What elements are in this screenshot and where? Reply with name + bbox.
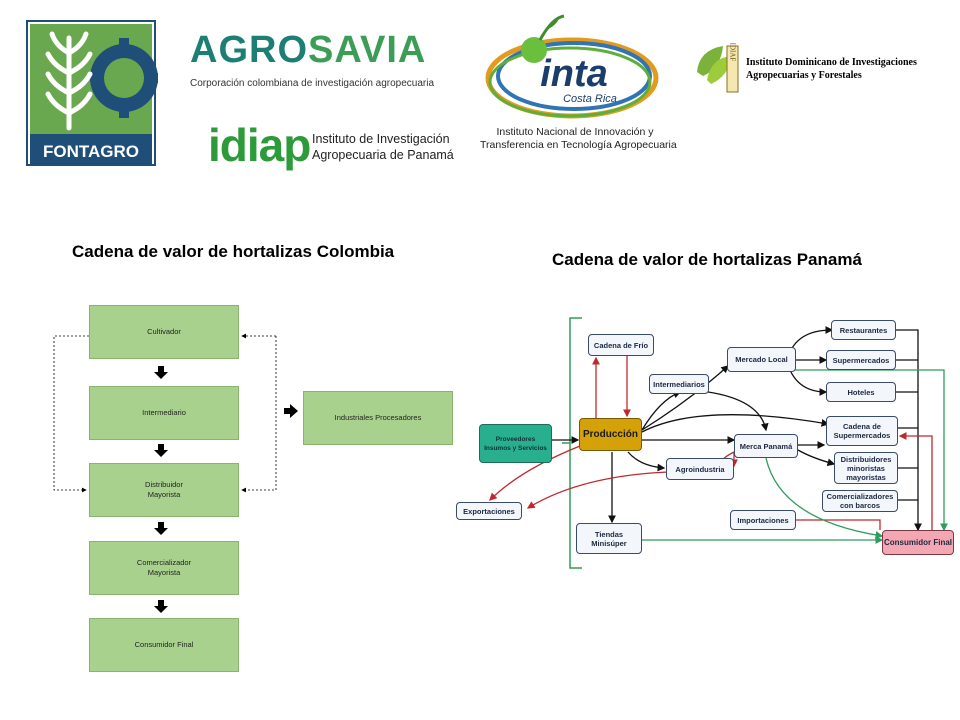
idiaf-logo: IDIAF bbox=[693, 42, 741, 94]
panama-title: Cadena de valor de hortalizas Panamá bbox=[552, 250, 862, 269]
node-consumidor-final: Consumidor Final bbox=[882, 530, 954, 555]
node-exportaciones: Exportaciones bbox=[456, 502, 522, 520]
colombia-title: Cadena de valor de hortalizas Colombia bbox=[72, 242, 395, 261]
inta-line2: Transferencia en Tecnología Agropecuaria bbox=[480, 139, 677, 151]
node-intermediarios: Intermediarios bbox=[649, 374, 709, 394]
node-merca-panama: Merca Panamá bbox=[734, 434, 798, 458]
node-tiendas: Tiendas Minisúper bbox=[576, 523, 642, 554]
node-distribuidores: Distribuidores minoristas mayoristas bbox=[834, 452, 898, 484]
colombia-box-consumidor: Consumidor Final bbox=[89, 618, 239, 672]
down-arrow-3 bbox=[154, 522, 168, 535]
left-dashed-loop bbox=[53, 335, 89, 493]
node-proveedores: Proveedores Insumos y Servicios bbox=[479, 424, 552, 463]
inta-wordmark: inta bbox=[540, 53, 608, 95]
node-importaciones: Importaciones bbox=[730, 510, 796, 530]
node-agroindustria: Agroindustria bbox=[666, 458, 734, 480]
idiaf-line2: Agropecuarias y Forestales bbox=[746, 70, 862, 81]
node-produccion: Producción bbox=[579, 418, 642, 451]
node-hoteles: Hoteles bbox=[826, 382, 896, 402]
colombia-box-distribuidor: Distribuidor Mayorista bbox=[89, 463, 239, 517]
idiap-line1: Instituto de Investigación bbox=[312, 132, 450, 146]
agrosavia-word-a: AGRO bbox=[190, 29, 308, 71]
idiaf-name: Instituto Dominicano de Investigaciones … bbox=[746, 56, 917, 82]
down-arrow-2 bbox=[154, 444, 168, 457]
idiaf-mark: IDIAF bbox=[729, 43, 737, 62]
agrosavia-tagline: Corporación colombiana de investigación … bbox=[190, 78, 435, 89]
inta-line1: Instituto Nacional de Innovación y bbox=[496, 126, 654, 138]
inta-name: Instituto Nacional de Innovación y Trans… bbox=[480, 126, 677, 152]
node-comercializadores: Comercializadores con barcos bbox=[822, 490, 898, 512]
node-supermercados: Supermercados bbox=[826, 350, 896, 370]
colombia-box-comercializador: Comercializador Mayorista bbox=[89, 541, 239, 595]
down-arrow-1 bbox=[154, 366, 168, 379]
node-restaurantes: Restaurantes bbox=[831, 320, 896, 340]
node-cadena-frio: Cadena de Frío bbox=[588, 334, 654, 356]
node-cadena-supermercados: Cadena de Supermercados bbox=[826, 416, 898, 446]
right-arrow-industriales bbox=[284, 404, 298, 418]
idiap-name: Instituto de Investigación Agropecuaria … bbox=[312, 131, 454, 163]
fontagro-logo: FONTAGRO bbox=[24, 18, 158, 168]
down-arrow-4 bbox=[154, 600, 168, 613]
inta-country: Costa Rica bbox=[563, 93, 617, 105]
idiaf-line1: Instituto Dominicano de Investigaciones bbox=[746, 57, 917, 68]
idiap-line2: Agropecuaria de Panamá bbox=[312, 148, 454, 162]
right-dashed-loop bbox=[241, 336, 277, 493]
colombia-box-intermediario: Intermediario bbox=[89, 386, 239, 440]
node-mercado-local: Mercado Local bbox=[727, 347, 796, 372]
agrosavia-logo: AGROSAVIA bbox=[190, 30, 426, 70]
inta-logo: inta Costa Rica bbox=[482, 12, 662, 127]
colombia-box-cultivador: Cultivador bbox=[89, 305, 239, 359]
fontagro-wordmark: FONTAGRO bbox=[43, 142, 139, 161]
colombia-box-industriales: Industriales Procesadores bbox=[303, 391, 453, 445]
colombia-down-arrows bbox=[154, 366, 298, 613]
agrosavia-word-b: SAVIA bbox=[308, 29, 427, 71]
idiap-logo: idiap bbox=[208, 119, 311, 171]
